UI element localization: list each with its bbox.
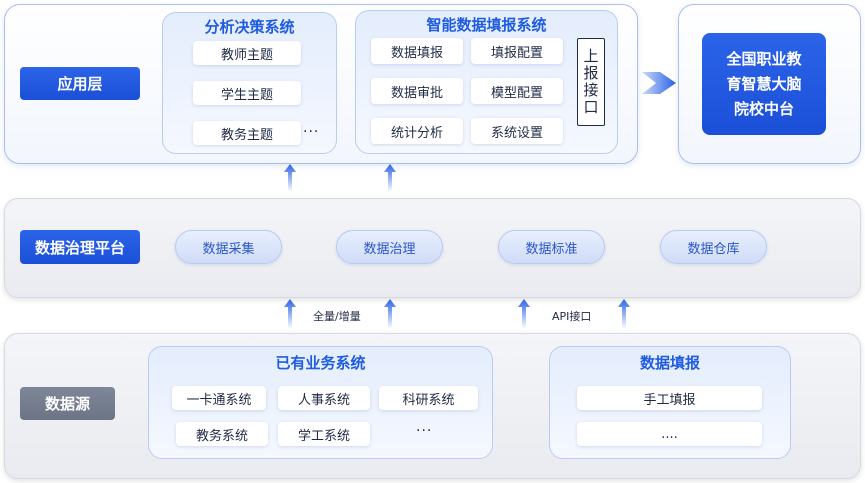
existing-more-ellipsis: ··· <box>416 423 433 439</box>
governance-item[interactable]: 数据仓库 <box>660 230 767 264</box>
existing-system-item[interactable]: 人事系统 <box>278 386 370 410</box>
governance-item[interactable]: 数据标准 <box>498 230 605 264</box>
filling-item[interactable]: 统计分析 <box>371 118 463 144</box>
source-layer-label: 数据源 <box>20 387 115 420</box>
filling-item[interactable]: 系统设置 <box>471 118 563 144</box>
analysis-more-ellipsis: ··· <box>303 124 320 140</box>
governance-item[interactable]: 数据采集 <box>175 230 282 264</box>
up-arrow-icon <box>618 299 630 329</box>
governance-layer-label: 数据治理平台 <box>20 230 140 264</box>
target-line-3: 院校中台 <box>733 99 794 118</box>
target-line-2: 育智慧大脑 <box>726 74 802 93</box>
api-interface-label: API接口 <box>552 310 592 323</box>
data-filling-title: 数据填报 <box>639 354 700 372</box>
analysis-item[interactable]: 教师主题 <box>193 41 301 65</box>
existing-systems-title: 已有业务系统 <box>275 354 366 372</box>
filling-item[interactable]: 填报配置 <box>471 38 563 64</box>
existing-system-item[interactable]: 一卡通系统 <box>172 386 266 410</box>
smart-brain-platform[interactable]: 全国职业教 育智慧大脑 院校中台 <box>702 33 826 135</box>
up-arrow-icon <box>384 164 396 192</box>
full-incremental-label: 全量/增量 <box>313 310 361 323</box>
right-arrow-icon <box>642 72 676 94</box>
up-arrow-icon <box>518 299 530 329</box>
filling-item[interactable]: 数据审批 <box>371 78 463 104</box>
application-layer-label: 应用层 <box>20 67 140 100</box>
governance-item[interactable]: 数据治理 <box>336 230 443 264</box>
filling-system-title: 智能数据填报系统 <box>426 16 547 34</box>
up-arrow-icon <box>384 299 396 329</box>
existing-system-item[interactable]: 科研系统 <box>379 386 478 410</box>
data-filling-item[interactable]: 手工填报 <box>577 386 762 410</box>
existing-system-item[interactable]: 学工系统 <box>278 422 370 446</box>
data-filling-item[interactable]: .... <box>577 422 762 446</box>
analysis-item[interactable]: 教务主题 <box>193 121 301 145</box>
analysis-system-title: 分析决策系统 <box>204 18 295 36</box>
report-interface-box[interactable]: 上报接口 <box>577 38 605 126</box>
existing-system-item[interactable]: 教务系统 <box>176 422 268 446</box>
up-arrow-icon <box>284 164 296 192</box>
filling-item[interactable]: 模型配置 <box>471 78 563 104</box>
filling-item[interactable]: 数据填报 <box>371 38 463 64</box>
target-line-1: 全国职业教 <box>726 49 802 68</box>
analysis-item[interactable]: 学生主题 <box>193 81 301 105</box>
up-arrow-icon <box>284 299 296 329</box>
